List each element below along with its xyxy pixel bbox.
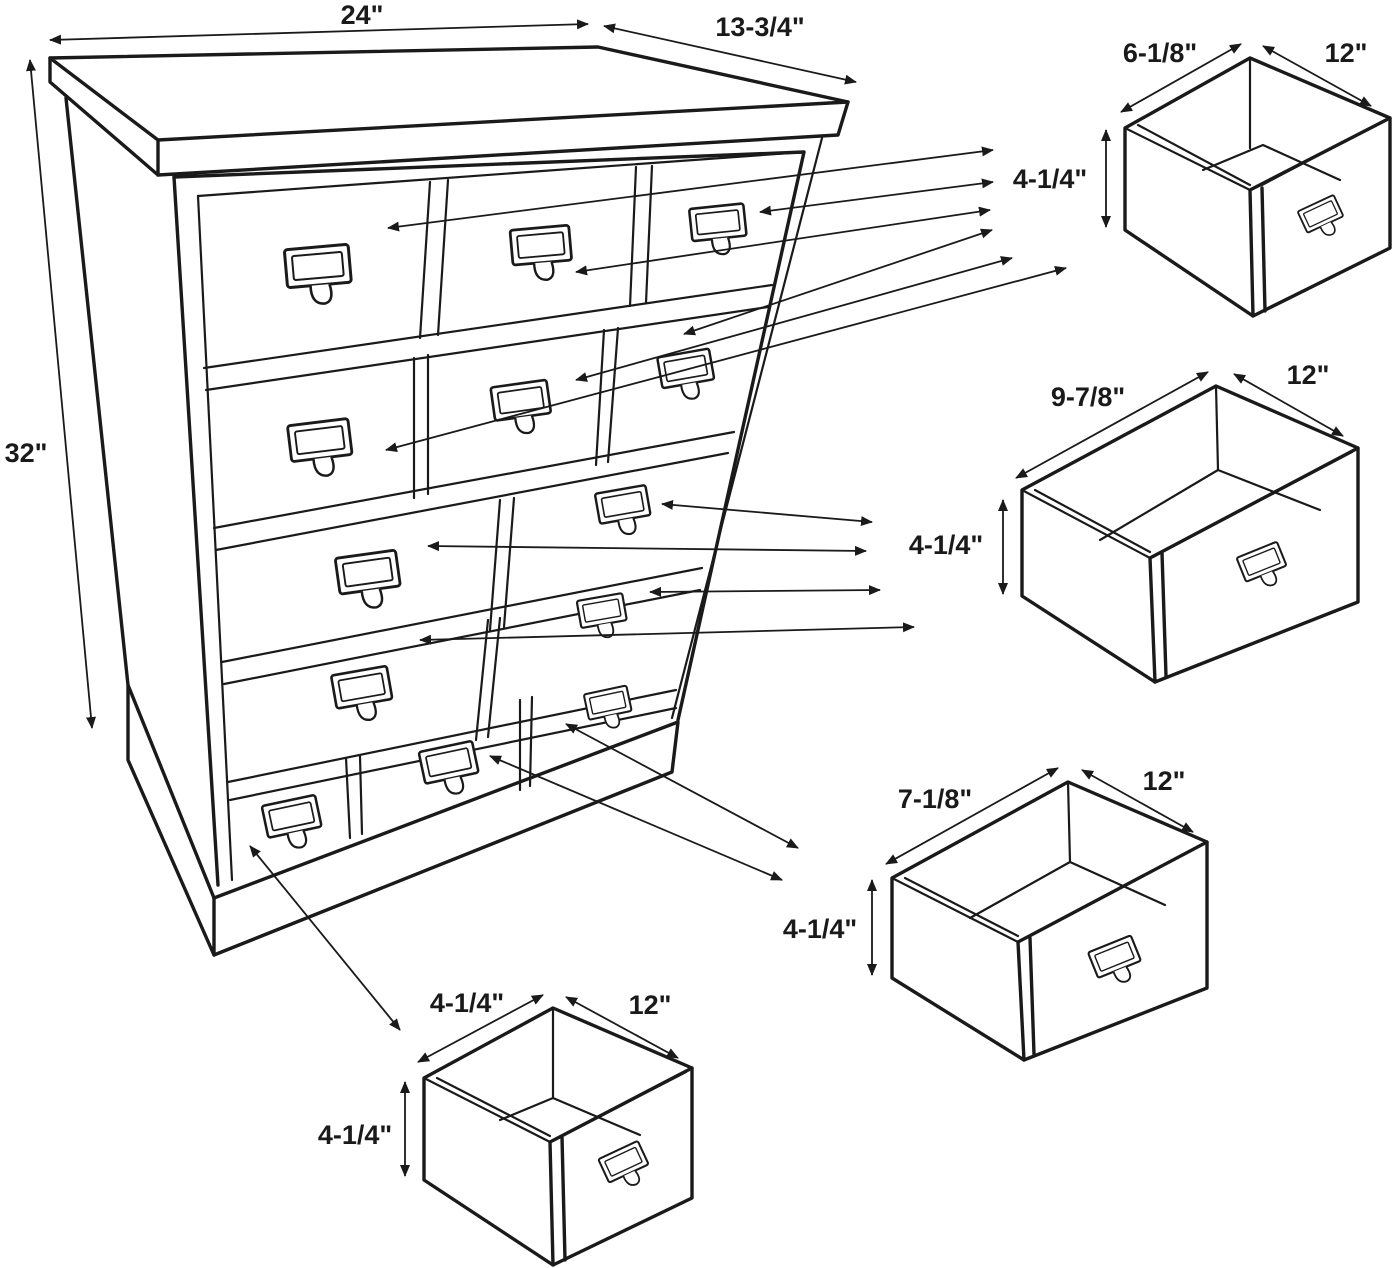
chest-depth-label: 13-3/4" xyxy=(715,12,804,42)
chest-dimension-lines xyxy=(26,19,857,729)
callout-arrows xyxy=(249,146,1067,1031)
stile-r4 xyxy=(474,616,502,742)
height-arrow xyxy=(26,59,96,729)
callout-arrow xyxy=(575,206,991,276)
stile-r5-a xyxy=(344,754,364,840)
width-arrow xyxy=(49,19,589,45)
drawer-small-top-height-label: 4-1/4" xyxy=(1013,164,1087,194)
drawer-small-bottom-height-label: 4-1/4" xyxy=(318,1120,392,1150)
chest-inner-left xyxy=(196,194,234,882)
callout-arrow xyxy=(661,499,873,527)
drawer-wide-width-label: 9-7/8" xyxy=(1051,382,1125,412)
chest-of-drawers xyxy=(48,45,850,957)
stile-r1-a xyxy=(418,178,450,340)
drawer-medium xyxy=(867,767,1209,1062)
stile-r5-b xyxy=(518,695,534,792)
callout-arrow xyxy=(649,585,881,597)
callout-arrow xyxy=(249,845,401,1031)
chest-side-back-edge xyxy=(64,96,130,687)
chest-height-label: 32" xyxy=(5,438,48,468)
stile-r2-a xyxy=(412,353,430,500)
chest-top-surface xyxy=(48,45,850,142)
chest-top-edge-front xyxy=(156,100,850,177)
chest-base-side xyxy=(126,683,216,957)
callout-arrow xyxy=(489,755,783,881)
drawer-small-bottom-width-label: 4-1/4" xyxy=(430,988,504,1018)
drawer-medium-depth-label: 12" xyxy=(1143,766,1186,796)
stile-r1-b xyxy=(628,164,654,308)
callout-arrow xyxy=(387,146,994,232)
depth-arrow xyxy=(603,23,857,85)
callout-arrow xyxy=(385,266,1067,452)
drawer-wide xyxy=(998,371,1360,684)
drawer-wide-depth-label: 12" xyxy=(1287,360,1330,390)
drawer-medium-height-label: 4-1/4" xyxy=(783,914,857,944)
drawer-wide-height-label: 4-1/4" xyxy=(909,530,983,560)
drawer-small-bottom-depth-label: 12" xyxy=(629,990,672,1020)
chest-width-label: 24" xyxy=(341,0,384,30)
stile-r3 xyxy=(488,496,516,632)
callout-arrow xyxy=(419,622,915,645)
chest-top-edge-left xyxy=(48,56,160,177)
drawer-small-top-depth-label: 12" xyxy=(1325,38,1368,68)
drawer-small-bottom xyxy=(400,994,694,1267)
rail-3 xyxy=(220,566,704,686)
drawer-small-top-width-label: 6-1/8" xyxy=(1123,38,1197,68)
chest-front-left-edge xyxy=(172,175,220,887)
callout-arrow xyxy=(575,256,1013,382)
stile-r2-b xyxy=(594,326,620,467)
drawer-medium-width-label: 7-1/8" xyxy=(898,784,972,814)
callout-arrow xyxy=(565,723,799,849)
drawer-small-top xyxy=(1101,43,1392,318)
callout-arrow xyxy=(427,541,867,556)
